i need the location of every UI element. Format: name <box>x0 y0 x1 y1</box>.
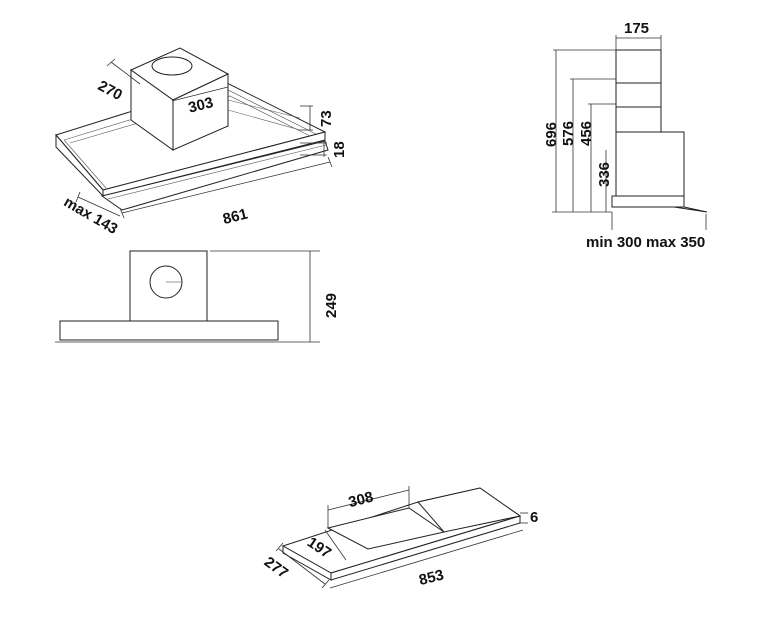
side-height-456: 456 <box>578 121 595 146</box>
front-height-label: 249 <box>323 293 340 318</box>
side-view: 175 696 576 456 336 min 300 max 350 <box>543 20 708 251</box>
side-depth-label: 175 <box>624 20 649 37</box>
cutout-308-label: 308 <box>347 489 375 512</box>
cutout-853-label: 853 <box>417 566 445 589</box>
iso-step-label: 73 <box>318 110 335 127</box>
side-projection-label: min 300 max 350 <box>586 234 705 251</box>
iso-thickness-label: 18 <box>331 141 348 158</box>
side-height-336: 336 <box>596 162 613 187</box>
iso-depth-label: 270 <box>95 77 125 104</box>
cutout-view: 308 6 197 277 853 <box>261 486 538 589</box>
isometric-view: 270 303 73 18 861 max 143 <box>55 47 348 238</box>
front-view: 249 <box>55 250 340 343</box>
iso-width-label: 861 <box>221 206 249 229</box>
side-height-696: 696 <box>543 122 560 147</box>
cutout-6-label: 6 <box>530 509 538 526</box>
side-height-576: 576 <box>560 121 577 146</box>
iso-chimney-width-label: 303 <box>187 94 215 117</box>
cutout-277-label: 277 <box>261 554 291 582</box>
